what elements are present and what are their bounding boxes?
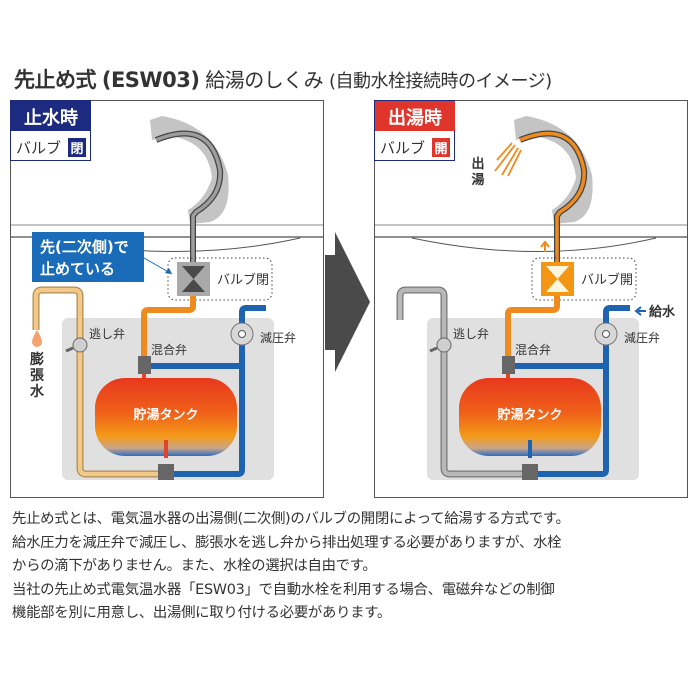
state-header <box>375 101 455 131</box>
water-supply-arrow-icon <box>634 306 646 316</box>
sink-bowl <box>411 237 657 252</box>
valve-label: バルブ <box>380 139 425 157</box>
title-note: (自動水栓接続時のイメージ) <box>328 71 552 92</box>
expansion-label-1: 膨 <box>30 351 44 368</box>
transition-arrow-icon <box>325 232 370 372</box>
mixing-valve-fitting <box>138 356 151 374</box>
valve-state: 開 <box>434 142 447 157</box>
state-header <box>11 101 91 131</box>
expansion-label-3: 水 <box>30 383 45 400</box>
panel-hot-water: 出 湯 出湯時 バルブ 開 バルブ開 貯湯タンク <box>374 100 688 498</box>
description: 先止め式とは、電気温水器の出湯側(二次側)のバルブの開閉によって給湯する方式です… <box>12 508 696 626</box>
cold-water-pipe <box>172 305 266 477</box>
hot-out-label-2: 湯 <box>471 172 484 188</box>
cold-water-pipe <box>536 305 630 477</box>
mixing-valve-label: 混合弁 <box>151 342 187 357</box>
tank-label: 貯湯タンク <box>497 407 562 423</box>
valve-box-label: バルブ閉 <box>217 272 269 288</box>
description-line: 給水圧力を減圧弁で減圧し、膨張水を逃し弁から排出処理する必要がありますが、水栓 <box>12 534 562 551</box>
panel-stop-water: 止水時 バルブ 閉 先(二次側)で 止めている バルブ閉 貯湯タンク <box>10 100 324 498</box>
mixing-valve-fitting <box>502 356 515 374</box>
relief-valve-icon <box>72 337 88 353</box>
bottom-fitting <box>158 464 174 480</box>
valve-box <box>531 257 637 301</box>
valve-state-badge <box>68 138 86 157</box>
faucet-pipe-hot <box>519 131 586 262</box>
valve-box <box>167 257 273 301</box>
description-line: 当社の先止め式電気温水器「ESW03」で自動水栓を利用する場合、電磁弁などの制御 <box>12 581 555 598</box>
relief-valve-handle <box>429 346 438 353</box>
pressure-valve-label: 減圧弁 <box>260 330 296 345</box>
valve-open-icon <box>546 266 569 292</box>
relief-valve-label: 逃し弁 <box>89 326 125 341</box>
description-line: 機能部を別に用意し、出湯側に取り付ける必要があります。 <box>12 605 392 621</box>
expansion-label-2: 張 <box>30 368 45 384</box>
title-rest: 給湯のしくみ <box>205 68 324 92</box>
callout-box <box>32 232 144 282</box>
hot-out-label-1: 出 <box>471 156 484 172</box>
relief-pipe <box>397 287 524 477</box>
valve-state-badge <box>432 138 450 157</box>
pressure-valve-center <box>238 330 246 338</box>
description-line: 先止め式とは、電気温水器の出湯側(二次側)のバルブの開閉によって給湯する方式です… <box>12 511 570 527</box>
state-label: 出湯時 <box>388 107 442 129</box>
faucet-pipe <box>155 131 222 268</box>
title-model: (ESW03) <box>101 68 200 92</box>
valve-label: バルブ <box>16 139 61 157</box>
bottom-fitting <box>522 464 538 480</box>
expansion-pipe <box>33 287 160 477</box>
water-supply-label: 給水 <box>649 304 676 320</box>
mixing-valve-label: 混合弁 <box>515 342 551 357</box>
hot-water-pipe <box>505 296 560 362</box>
description-line: からの滴下がありません。また、水栓の選択は自由です。 <box>12 558 377 574</box>
valve-box-label: バルブ開 <box>581 272 633 288</box>
page-title: 先止め式 (ESW03) 給湯のしくみ (自動水栓接続時のイメージ) <box>14 64 552 94</box>
state-label: 止水時 <box>24 107 78 129</box>
relief-valve-handle <box>65 346 74 353</box>
pressure-valve-label: 減圧弁 <box>624 330 660 345</box>
valve-state: 閉 <box>70 142 83 157</box>
callout-line-2: 止めている <box>40 260 115 278</box>
hot-water-pipe <box>141 296 196 362</box>
hot-water-spray-icon <box>494 142 522 177</box>
pressure-valve-center <box>602 330 610 338</box>
flow-up-arrow-icon <box>540 240 550 252</box>
storage-tank <box>95 378 237 456</box>
relief-valve-label: 逃し弁 <box>453 326 489 341</box>
relief-valve-icon <box>436 337 452 353</box>
callout-arrowhead <box>165 268 172 274</box>
storage-tank <box>459 378 601 456</box>
valve-closed-icon <box>182 266 205 292</box>
callout-line-1: 先(二次側)で <box>40 238 129 256</box>
tank-label: 貯湯タンク <box>133 407 198 423</box>
water-drop-icon <box>32 330 42 347</box>
title-main: 先止め式 <box>14 68 97 92</box>
